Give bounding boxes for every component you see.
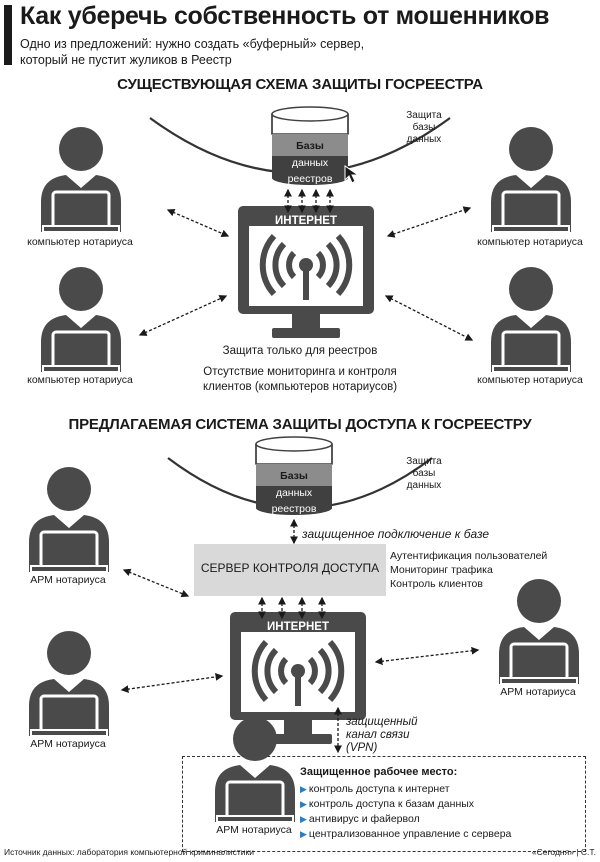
protection-label-bottom: Защита базы данных [406, 456, 442, 491]
arm-label-1: АРМ нотариуса [30, 574, 106, 586]
subtitle-line-1: Одно из предложений: нужно создать «буфе… [20, 37, 365, 51]
existing-section-title: СУЩЕСТВУЮЩАЯ СХЕМА ЗАЩИТЫ ГОСРЕЕСТРА [117, 76, 483, 93]
existing-note: Защита только для реестров Отсутствие мо… [202, 345, 398, 393]
access-control-server-box [194, 544, 386, 596]
db-label-row-3-top: реестров [287, 173, 333, 185]
footer-credit: «Сегодня» | С.Т. [531, 847, 596, 857]
notary-label-2: компьютер нотариуса [27, 374, 133, 386]
notary-person-icon-3 [489, 125, 573, 232]
internet-label-top: ИНТЕРНЕТ [275, 215, 337, 227]
connection-arrows-bottom [120, 518, 480, 754]
workplace-item-2: ▶контроль доступа к базам данных [300, 798, 475, 810]
connection-arrows-top [138, 188, 474, 341]
footer-source: Источник данных: лаборатория компьютерно… [4, 847, 254, 857]
subtitle-line-2: который не пустит жуликов в Реестр [20, 53, 232, 67]
internet-label-bottom: ИНТЕРНЕТ [267, 621, 329, 633]
arm-label-3: АРМ нотариуса [500, 686, 576, 698]
secure-workplace-box [182, 756, 586, 852]
notary-label-1: компьютер нотариуса [27, 236, 133, 248]
arm-person-icon-2 [27, 629, 111, 736]
arm-label-2: АРМ нотариуса [30, 738, 106, 750]
db-label-row-1-bottom: Базы [280, 470, 308, 482]
notary-label-4: компьютер нотариуса [477, 374, 583, 386]
arm-person-icon-1 [27, 465, 111, 572]
bullet-arrow-icon: ▶ [300, 829, 307, 839]
bullet-arrow-icon: ▶ [300, 799, 307, 809]
protection-label-top: Защита базы данных [406, 110, 442, 145]
arm-person-icon-3 [497, 577, 581, 684]
notary-person-icon-4 [489, 265, 573, 372]
vpn-label: защищенный канал связи (VPN) [346, 716, 418, 754]
arm-person-icon-4 [213, 715, 297, 822]
workplace-list: ▶контроль доступа к интернет ▶контроль д… [300, 782, 511, 842]
notary-person-icon-2 [39, 265, 123, 372]
notary-label-3: компьютер нотариуса [477, 236, 583, 248]
arm-label-4: АРМ нотариуса [216, 824, 292, 836]
header-accent-bar [4, 5, 12, 65]
access-control-server-label: СЕРВЕР КОНТРОЛЯ ДОСТУПА [200, 561, 380, 575]
workplace-title: Защищенное рабочее место: [300, 766, 458, 778]
bullet-arrow-icon: ▶ [300, 784, 307, 794]
db-label-row-3-bottom: реестров [271, 503, 317, 515]
db-label-row-2-top: данных [291, 157, 329, 169]
notary-person-icon-1 [39, 125, 123, 232]
server-features: Аутентификация пользователей Мониторинг … [390, 550, 548, 590]
subtitle: Одно из предложений: нужно создать «буфе… [20, 36, 400, 68]
proposed-section-title: ПРЕДЛАГАЕМАЯ СИСТЕМА ЗАЩИТЫ ДОСТУПА К ГО… [68, 416, 532, 433]
main-title: Как уберечь собственность от мошенников [20, 2, 550, 30]
workplace-item-4: ▶централизованное управление с сервера [300, 828, 512, 840]
bullet-arrow-icon: ▶ [300, 814, 307, 824]
secure-link-label: защищенное подключение к базе [302, 527, 490, 541]
db-label-row-1-top: Базы [296, 140, 324, 152]
workplace-item-3: ▶антивирус и файервол [300, 813, 420, 825]
workplace-item-1: ▶контроль доступа к интернет [300, 783, 450, 795]
db-label-row-2-bottom: данных [275, 487, 313, 499]
